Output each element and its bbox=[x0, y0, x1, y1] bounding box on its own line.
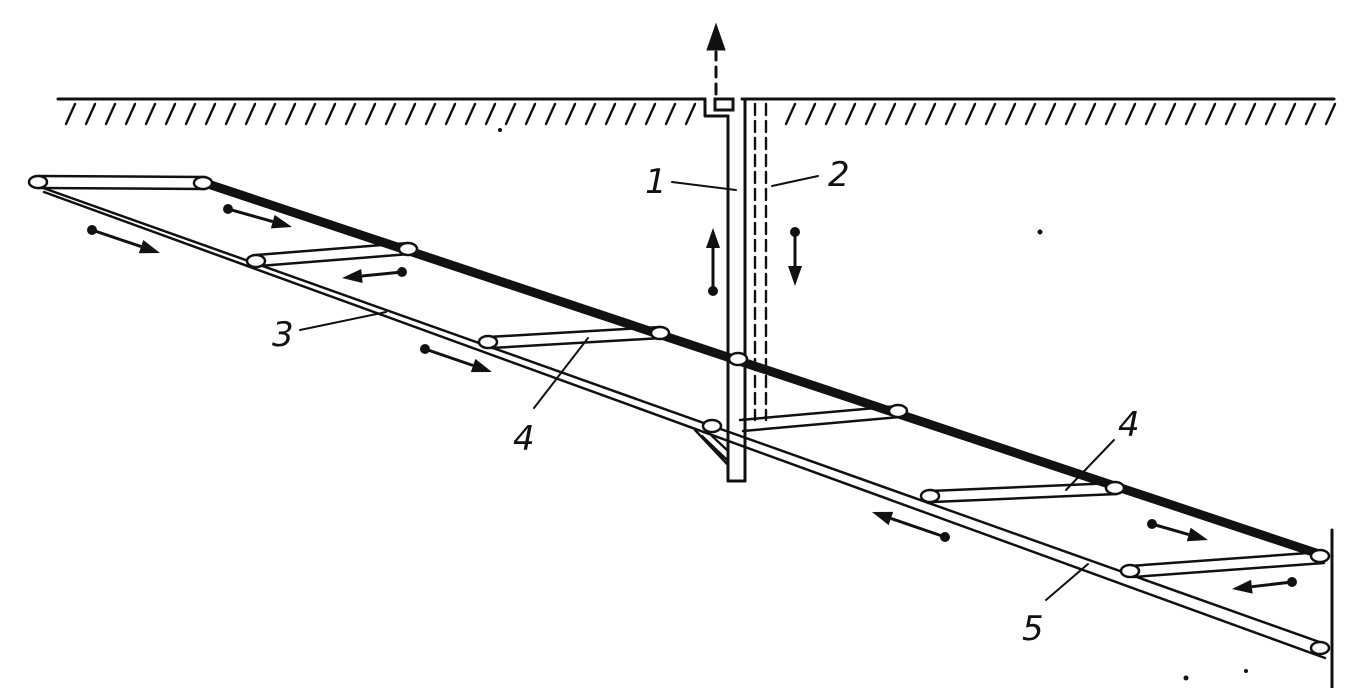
hatch-stroke bbox=[364, 102, 377, 126]
airflow-arrow-icon bbox=[342, 267, 407, 283]
dashed-up-arrow-icon bbox=[706, 22, 726, 96]
junctions bbox=[27, 174, 1331, 656]
hatch-stroke bbox=[884, 102, 897, 126]
airflow-arrow-icon bbox=[1147, 519, 1208, 542]
hatch-stroke bbox=[584, 102, 597, 126]
fan-housing bbox=[703, 97, 735, 118]
hatch-stroke bbox=[1124, 102, 1137, 126]
hatch-stroke bbox=[344, 102, 357, 126]
hatch-stroke bbox=[524, 102, 537, 126]
hatch-stroke bbox=[1284, 102, 1297, 126]
hatch-stroke bbox=[784, 102, 797, 126]
hatch-stroke bbox=[904, 102, 917, 126]
hatch-stroke bbox=[664, 102, 677, 126]
top-panel-edge bbox=[36, 174, 207, 191]
hatch-stroke bbox=[864, 102, 877, 126]
hatch-stroke bbox=[1204, 102, 1217, 126]
hatch-stroke bbox=[304, 102, 317, 126]
airflow-arrow-icon bbox=[223, 204, 292, 229]
ground-surface bbox=[56, 97, 1337, 126]
hatch-stroke bbox=[324, 102, 337, 126]
hatch-stroke bbox=[1064, 102, 1077, 126]
hatch-stroke bbox=[464, 102, 477, 126]
hatch-stroke bbox=[124, 102, 137, 126]
crosscuts bbox=[254, 241, 1326, 579]
hatch-stroke bbox=[164, 102, 177, 126]
hatch-stroke bbox=[204, 102, 217, 126]
airflow-arrow-icon bbox=[1232, 577, 1297, 594]
hatch-stroke bbox=[1184, 102, 1197, 126]
upper-drift bbox=[200, 178, 1330, 561]
hatch-stroke bbox=[944, 102, 957, 126]
hatch-stroke bbox=[284, 102, 297, 126]
hatch-stroke bbox=[1224, 102, 1237, 126]
hatch-stroke bbox=[444, 102, 457, 126]
hatch-stroke bbox=[244, 102, 257, 126]
hatch-stroke bbox=[924, 102, 937, 126]
airflow-arrows bbox=[87, 204, 1297, 594]
hatch-stroke bbox=[424, 102, 437, 126]
label-crosscut-4-right: 4 bbox=[1118, 405, 1140, 445]
hatch-stroke bbox=[264, 102, 277, 126]
hatch-stroke bbox=[144, 102, 157, 126]
hatch-stroke bbox=[1084, 102, 1097, 126]
airflow-arrow-icon bbox=[420, 344, 492, 373]
hatch-stroke bbox=[1324, 102, 1337, 126]
specks bbox=[498, 128, 1248, 681]
label-drift-3: 3 bbox=[272, 315, 294, 355]
hatch-stroke bbox=[504, 102, 517, 126]
label-crosscut-4-left: 4 bbox=[513, 419, 535, 459]
shaft-1 bbox=[726, 97, 747, 483]
airflow-arrow-icon bbox=[788, 227, 802, 286]
hatch-stroke bbox=[484, 102, 497, 126]
hatch-stroke bbox=[624, 102, 637, 126]
hatch-stroke bbox=[84, 102, 97, 126]
airflow-arrow-icon bbox=[706, 228, 720, 296]
shaft-brace bbox=[693, 428, 730, 467]
hatch-stroke bbox=[1244, 102, 1257, 126]
airflow-arrow-icon bbox=[872, 511, 950, 542]
leader-lines bbox=[299, 175, 1115, 601]
hatch-stroke bbox=[184, 102, 197, 126]
hatch-stroke bbox=[1304, 102, 1317, 126]
hatch-stroke bbox=[684, 102, 697, 126]
hatch-stroke bbox=[824, 102, 837, 126]
hatch-stroke bbox=[844, 102, 857, 126]
hatch-stroke bbox=[404, 102, 417, 126]
label-drift-5: 5 bbox=[1022, 609, 1044, 649]
airflow-arrow-icon bbox=[87, 225, 160, 254]
hatch-stroke bbox=[1264, 102, 1277, 126]
hatch-stroke bbox=[384, 102, 397, 126]
hatch-stroke bbox=[804, 102, 817, 126]
hatch-stroke bbox=[1104, 102, 1117, 126]
hatch-stroke bbox=[1024, 102, 1037, 126]
hatch-stroke bbox=[1144, 102, 1157, 126]
label-shaft-2: 2 bbox=[828, 155, 850, 195]
hatch-stroke bbox=[1004, 102, 1017, 126]
hatch-stroke bbox=[224, 102, 237, 126]
hatch-stroke bbox=[984, 102, 997, 126]
hatch-stroke bbox=[544, 102, 557, 126]
hatch-stroke bbox=[604, 102, 617, 126]
label-shaft-1: 1 bbox=[645, 162, 667, 202]
hatch-stroke bbox=[104, 102, 117, 126]
hatch-stroke bbox=[564, 102, 577, 126]
hatch-stroke bbox=[644, 102, 657, 126]
hatch-stroke bbox=[1044, 102, 1057, 126]
hatch-stroke bbox=[964, 102, 977, 126]
hatch-stroke bbox=[1164, 102, 1177, 126]
ground-hatching bbox=[64, 102, 1337, 126]
hatch-stroke bbox=[64, 102, 77, 126]
